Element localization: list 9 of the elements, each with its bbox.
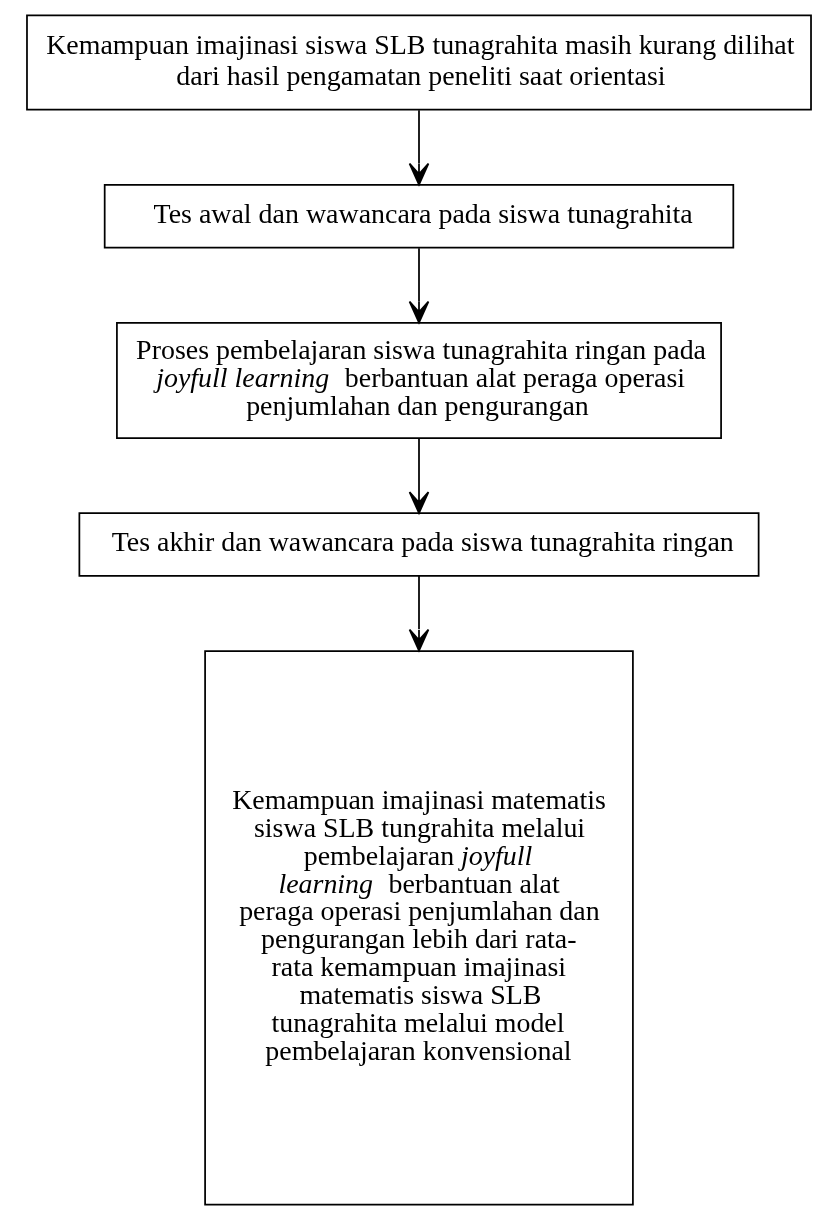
arrow bbox=[408, 437, 430, 514]
node-box: Tes awal dan wawancara pada siswa tunagrahita bbox=[103, 183, 735, 249]
node-box: Kemampuan imajinasi matematis siswa SLB tungrahita melalui pembelajaran joyfull learning berbantuan alat peraga operasi penjumlahan dan pengurangan lebih dari rata-rata kemampuan imajinasi matematis siswa SLB tunagrahita melalui model pembelajaran konvensional bbox=[204, 650, 634, 1206]
arrow bbox=[408, 109, 430, 186]
arrow bbox=[408, 575, 430, 652]
arrow bbox=[408, 247, 430, 324]
node-box: Proses pembelajaran siswa tunagrahita ringan pada joyfull learning berbantuan alat peraga operasi penjumlahan dan pengurangan bbox=[116, 321, 722, 439]
node-box: Kemampuan imajinasi siswa SLB tunagrahita masih kurang dilihat dari hasil pengamatan peneliti saat orientasi bbox=[26, 14, 812, 111]
node-box: Tes akhir dan wawancara pada siswa tunagrahita ringan bbox=[78, 512, 760, 577]
